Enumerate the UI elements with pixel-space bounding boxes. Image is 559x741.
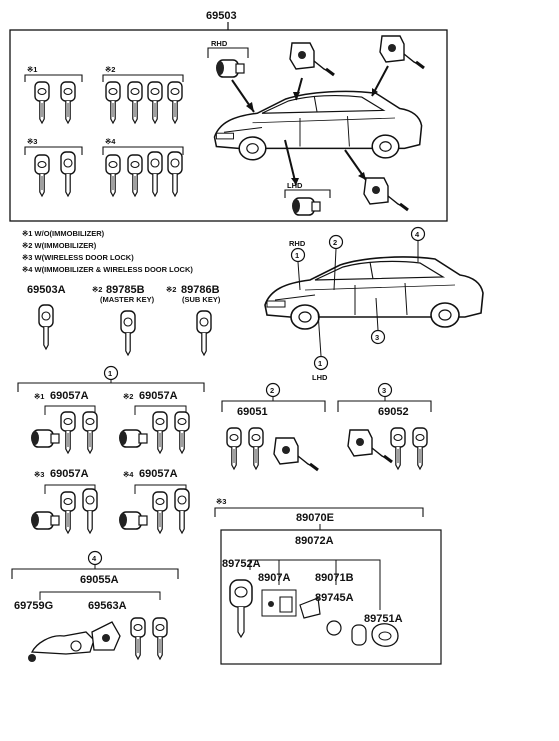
sec1-mark-a: ※1	[34, 392, 45, 401]
sec4-part-69759g: 69759G	[14, 600, 54, 612]
group-mark-3: ※3	[27, 137, 38, 146]
sec1-mark-d: ※4	[123, 470, 134, 479]
sec5-part-8907a: 8907A	[258, 572, 291, 584]
sec4-part-69563a: 69563A	[88, 600, 127, 612]
key-part-89785b: 89785B	[106, 284, 145, 296]
car2-rhd-label: RHD	[289, 239, 306, 248]
sec4-part: 69055A	[80, 574, 119, 586]
sec1-part-d: 69057A	[139, 468, 178, 480]
lhd-label: LHD	[287, 181, 303, 190]
section-1-callout: 1	[108, 369, 113, 378]
sec1-part-c: 69057A	[50, 468, 89, 480]
sec5-part-top: 89070E	[296, 512, 334, 524]
legend-line-4: ※4 W(IMMOBILIZER & WIRELESS DOOR LOCK)	[22, 265, 193, 274]
sec1-mark-c: ※3	[34, 470, 45, 479]
group-mark-2: ※2	[105, 65, 116, 74]
sec1-part-b: 69057A	[139, 390, 178, 402]
sec5-part-89752a: 89752A	[222, 558, 261, 570]
group-mark-1: ※1	[27, 65, 38, 74]
car2-lhd-label: LHD	[312, 373, 328, 382]
sec1-part-a: 69057A	[50, 390, 89, 402]
legend-line-3: ※3 W(WIRELESS DOOR LOCK)	[22, 253, 134, 262]
sec5-part-89751a: 89751A	[364, 613, 403, 625]
sec1-mark-b: ※2	[123, 392, 134, 401]
sec5-part-89071b: 89071B	[315, 572, 354, 584]
car2-callout-2: 2	[333, 238, 338, 247]
rhd-label: RHD	[211, 39, 228, 48]
car2-callout-1-lhd: 1	[318, 359, 323, 368]
sec5-mark: ※3	[216, 497, 227, 506]
section-2-callout: 2	[270, 386, 275, 395]
master-key-label: (MASTER KEY)	[100, 295, 155, 304]
sec5-part-89745a: 89745A	[315, 592, 354, 604]
legend-line-2: ※2 W(IMMOBILIZER)	[22, 241, 97, 250]
top-part-number: 69503	[206, 10, 237, 22]
car2-callout-3: 3	[375, 333, 380, 342]
sec3-part: 69052	[378, 406, 409, 418]
key-part-89786b: 89786B	[181, 284, 220, 296]
sec2-part: 69051	[237, 406, 268, 418]
car2-callout-1: 1	[295, 251, 300, 260]
legend-line-1: ※1 W/O(IMMOBILIZER)	[22, 229, 105, 238]
key2-mark: ※2	[92, 285, 103, 294]
sub-key-label: (SUB KEY)	[182, 295, 221, 304]
sec5-part-sub: 89072A	[295, 535, 334, 547]
key-part-69503a: 69503A	[27, 284, 66, 296]
section-4-callout: 4	[92, 554, 97, 563]
group-mark-4: ※4	[105, 137, 116, 146]
section-3-callout: 3	[382, 386, 387, 395]
car2-callout-4: 4	[415, 230, 420, 239]
key3-mark: ※2	[166, 285, 177, 294]
